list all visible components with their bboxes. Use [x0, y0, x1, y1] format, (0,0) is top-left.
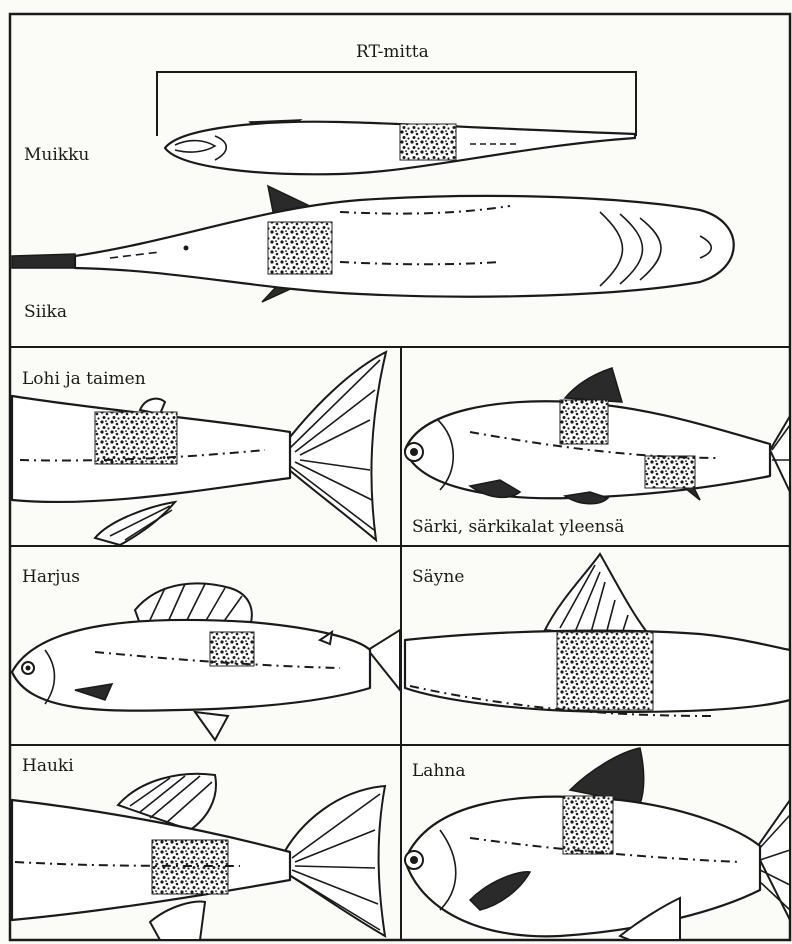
- sarki-scale-area-lower: [645, 456, 695, 488]
- harjus-scale-area: [210, 632, 254, 666]
- muikku-fish: [165, 120, 635, 174]
- muikku-label: Muikku: [24, 145, 89, 165]
- siika-label: Siika: [24, 302, 67, 322]
- lohi-label: Lohi ja taimen: [22, 369, 146, 389]
- sarki-scale-area-upper: [560, 400, 608, 444]
- sayne-scale-area: [557, 632, 653, 710]
- hauki-fish: [12, 774, 385, 940]
- siika-fish: [12, 186, 734, 302]
- hauki-label: Hauki: [22, 756, 74, 776]
- sarki-label: Särki, särkikalat yleensä: [412, 517, 624, 537]
- harjus-label: Harjus: [22, 567, 80, 587]
- hauki-scale-area: [152, 840, 228, 894]
- lahna-scale-area: [563, 796, 613, 854]
- lahna-label: Lahna: [412, 761, 465, 781]
- lohi-scale-area: [95, 412, 177, 464]
- siika-scale-area: [268, 222, 332, 274]
- sarki-fish: [405, 368, 790, 504]
- muikku-scale-area: [400, 124, 456, 160]
- rt-mitta-label: RT-mitta: [356, 42, 429, 62]
- harjus-fish: [12, 583, 400, 740]
- sayne-label: Säyne: [412, 567, 464, 587]
